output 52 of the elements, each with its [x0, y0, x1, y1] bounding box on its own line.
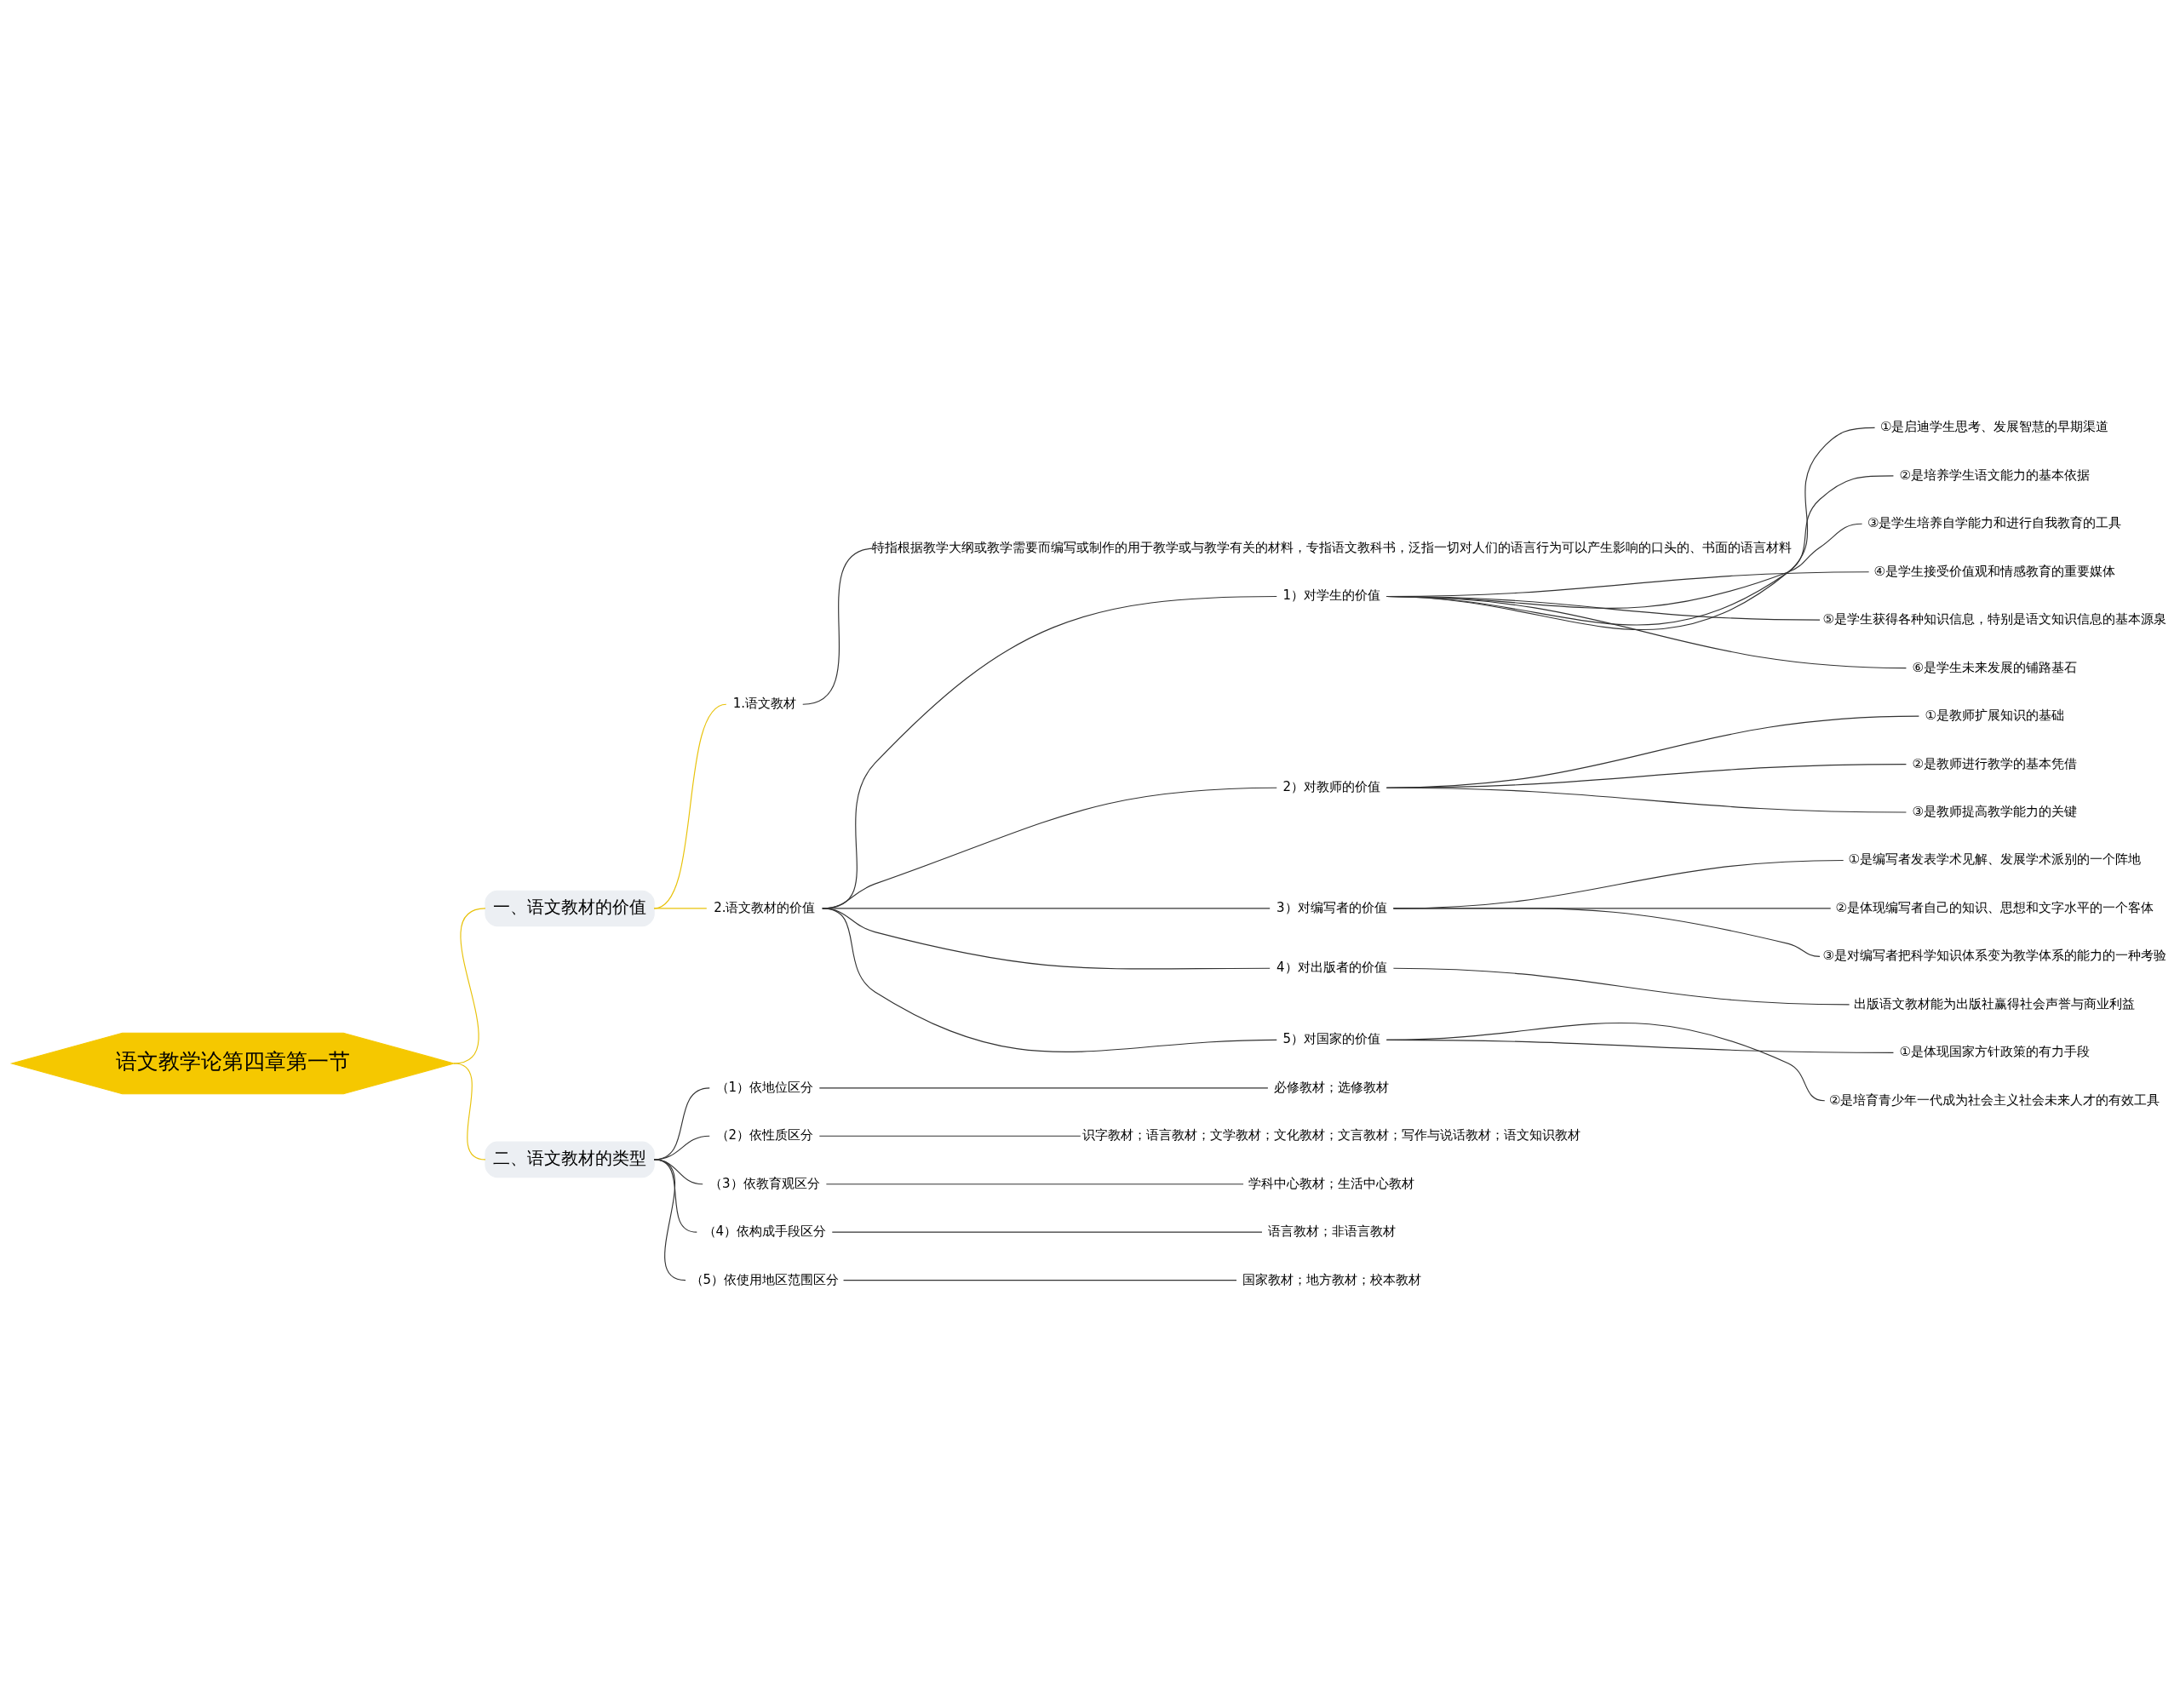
node-text: （5）依使用地区范围区分 [690, 1271, 839, 1287]
node-text: ⑥是学生未来发展的铺路基石 [1911, 659, 2077, 675]
node-text: 1.语文教材 [732, 696, 796, 712]
connector [653, 908, 707, 909]
connector [453, 908, 486, 1064]
node-box: 二、语文教材的类型 [484, 1141, 655, 1178]
node-text: 识字教材；语言教材；文学教材；文化教材；文言教材；写作与说话教材；语文知识教材 [1081, 1127, 1580, 1143]
node-text: ②是培养学生语文能力的基本依据 [1898, 467, 2090, 483]
connector [1385, 1022, 1825, 1102]
node-text: （3）依教育观区分 [708, 1175, 820, 1191]
node-text: 5）对国家的价值 [1282, 1031, 1380, 1047]
node-text: （1）依地位区分 [715, 1079, 813, 1095]
node-text: 特指根据教学大纲或教学需要而编写或制作的用于教学或与教学有关的材料，专指语文教科书，泛指一切对人们的语言行为可以产生影响的口头的、书面的语言材料 [871, 539, 1792, 555]
node-text: 4）对出版者的价值 [1276, 960, 1387, 976]
connector [1385, 595, 1907, 669]
node-text: 国家教材；地方教材；校本教材 [1242, 1271, 1421, 1287]
connector [653, 703, 726, 909]
connector [1392, 967, 1850, 1006]
node-text: 1）对学生的价值 [1282, 587, 1380, 604]
connector [1385, 787, 1907, 813]
node-text: 出版语文教材能为出版社赢得社会声誉与商业利益 [1853, 995, 2135, 1012]
node-text: ①是教师扩展知识的基础 [1924, 708, 2064, 724]
node-text: ①是启迪学生思考、发展智慧的早期渠道 [1879, 419, 2108, 435]
connector [453, 1063, 486, 1161]
connector [818, 1135, 1081, 1137]
connector [818, 1087, 1268, 1089]
node-text: ②是培育青少年一代成为社会主义社会未来人才的有效工具 [1828, 1092, 2160, 1108]
node-text: ③是学生培养自学能力和进行自我教育的工具 [1867, 515, 2121, 531]
node-text: 2.语文教材的价值 [713, 899, 815, 915]
connector [821, 908, 1277, 1053]
node-text: ①是编写者发表学术见解、发展学术派别的一个阵地 [1847, 851, 2141, 868]
connector [1392, 908, 1821, 957]
node-text: ③是教师提高教学能力的关键 [1911, 803, 2077, 819]
node-text: 语言教材；非语言教材 [1267, 1224, 1396, 1240]
connector [842, 1280, 1237, 1281]
node-text: 3）对编写者的价值 [1276, 899, 1387, 915]
node-text: ②是教师进行教学的基本凭借 [1911, 755, 2077, 771]
connector [831, 1231, 1263, 1233]
node-text: ⑤是学生获得各种知识信息，特别是语文知识信息的基本源泉 [1821, 611, 2166, 628]
connector [801, 547, 875, 705]
node-text: ②是体现编写者自己的知识、思想和文字水平的一个客体 [1834, 899, 2154, 915]
node-text: 必修教材；选修教材 [1273, 1079, 1389, 1095]
node-box: 一、语文教材的价值 [484, 890, 655, 927]
node-text: ①是体现国家方针政策的有力手段 [1898, 1044, 2090, 1060]
node-text: （4）依构成手段区分 [703, 1224, 826, 1240]
connector [653, 1159, 686, 1281]
node-text: 2）对教师的价值 [1282, 779, 1380, 795]
node-text: （2）依性质区分 [715, 1127, 813, 1143]
node-text: ③是对编写者把科学知识体系变为教学体系的能力的一种考验 [1821, 948, 2166, 964]
node-text: 学科中心教材；生活中心教材 [1248, 1175, 1414, 1191]
connector [825, 1184, 1244, 1185]
node-text: ④是学生接受价值观和情感教育的重要媒体 [1873, 563, 2115, 579]
